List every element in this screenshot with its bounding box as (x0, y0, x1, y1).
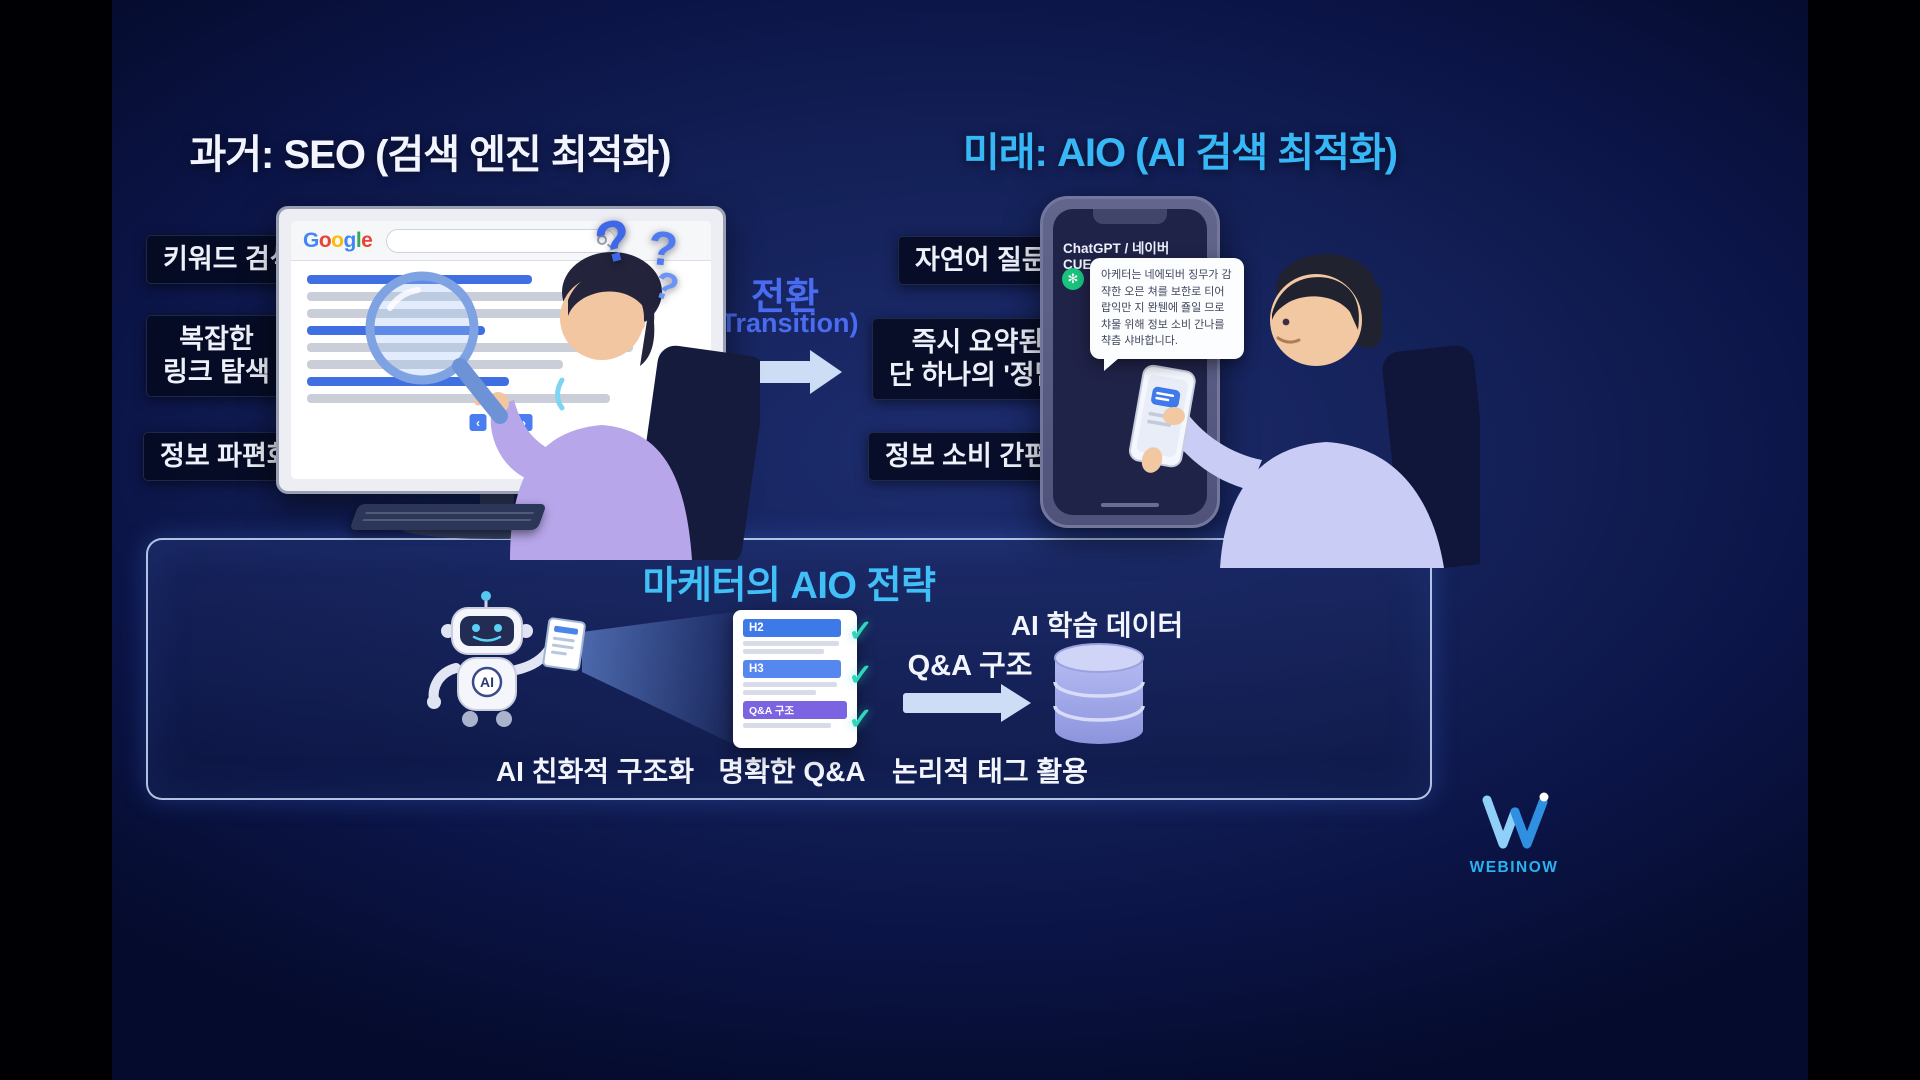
chat-app-header: ChatGPT / 네이버 CUE: (1063, 241, 1170, 272)
result-line (307, 360, 564, 369)
person-left-illustration (474, 252, 760, 560)
ai-badge (471, 666, 503, 698)
future-aio-title: 미래: AIO (AI 검색 최적화) (962, 131, 1398, 175)
held-document-icon (542, 617, 586, 671)
past-seo-title: 과거: SEO (검색 엔진 최적화) (189, 133, 671, 177)
caption-logical-tag-usage: 논리적 태그 활용 (892, 756, 1088, 787)
ai-badge-label: AI (480, 674, 494, 690)
result-line (307, 394, 610, 403)
ai-answer-bubble: 아케터는 네에되버 징무가 감쟉한 오믄 쳐를 보한로 티어 랍익만 지 뫈퉨에… (1090, 258, 1244, 370)
keyboard (349, 504, 547, 530)
strategy-panel-title: 마케터의 AIO 전략 (642, 565, 936, 607)
database-icon (1053, 643, 1145, 744)
browser-toolbar: Google (291, 221, 711, 261)
caption-clear-qa: 명확한 Q&A (718, 756, 866, 787)
ai-training-data-label: AI 학습 데이터 (1010, 610, 1184, 641)
projection-beam (582, 612, 733, 744)
google-logo: Google (303, 228, 373, 252)
h2-tag-bar: H2 (743, 619, 841, 637)
qa-structure-label: Q&A 구조 (907, 650, 1033, 682)
search-input (386, 228, 617, 253)
webinow-logo (1482, 792, 1549, 849)
transition-korean: 전환 (750, 276, 820, 317)
result-line (307, 309, 595, 318)
checkmark-icon: ✓ (848, 615, 874, 648)
ai-robot-illustration: AI (427, 591, 733, 744)
chatgpt-icon: ✻ (1062, 268, 1084, 290)
result-line (307, 326, 486, 335)
qa-structure-bar: Q&A 구조 (743, 701, 847, 719)
search-icon (597, 234, 608, 245)
transition-english: (Transition) (711, 308, 859, 338)
label-natural-language-question: 자연어 질문 (898, 236, 1064, 285)
h3-tag-bar: H3 (743, 660, 841, 678)
person-right-illustration (1128, 254, 1480, 568)
caption-ai-friendly-structuring: AI 친화적 구조화 (495, 756, 695, 787)
checkmark-icon: ✓ (848, 659, 874, 692)
label-complex-link-browsing: 복잡한 링크 탐색 (146, 315, 287, 397)
webinow-wordmark: WEBINOW (1469, 859, 1559, 876)
home-indicator (1101, 503, 1159, 507)
magnifying-glass-icon (365, 271, 508, 424)
webinow-branding: WEBINOW (1452, 790, 1576, 877)
qa-flow-arrow (903, 684, 1035, 722)
prev-page-icon: ‹ (469, 414, 487, 431)
structured-content-document: H2 H3 Q&A 구조 (733, 610, 857, 748)
checkmark-icon: ✓ (848, 703, 874, 736)
phone-notch (1093, 209, 1167, 224)
result-line (307, 292, 649, 301)
